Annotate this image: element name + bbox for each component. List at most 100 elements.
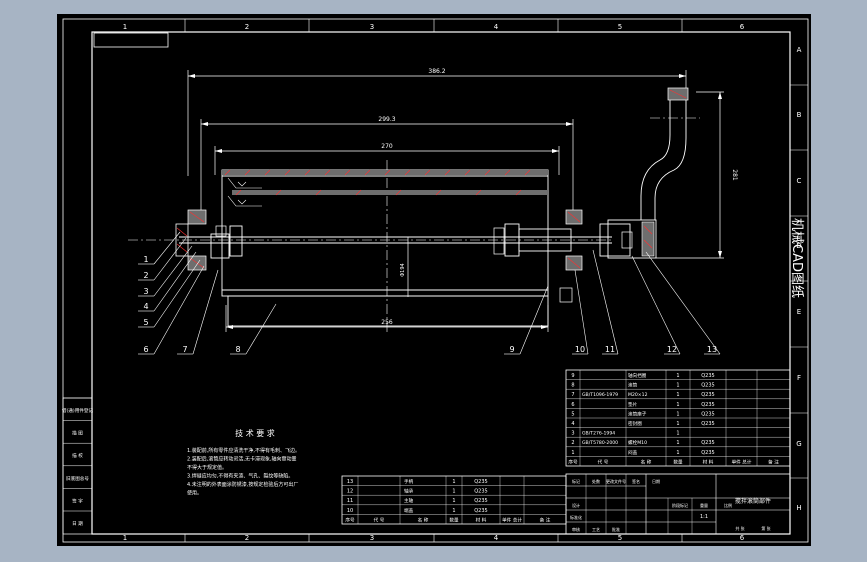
- section-hatching: [224, 169, 531, 196]
- zone-col-top-6: 6: [740, 23, 745, 31]
- bom-right-name: 密封圈: [628, 420, 642, 427]
- drawing-scale: 1:1: [700, 514, 708, 520]
- zone-row-D: D: [796, 242, 801, 250]
- balloon-8: 8: [235, 345, 240, 354]
- balloon-13: 13: [707, 345, 717, 354]
- bom-right-qty: 1: [676, 421, 679, 427]
- outer-frame: [62, 18, 809, 543]
- left-strip-cell: 描 图: [72, 430, 83, 437]
- title-block-label: 处数: [592, 478, 600, 484]
- zone-col-bottom-6: 6: [740, 534, 745, 542]
- title-block: 搅拌滚筒部件 1:1: [565, 473, 791, 535]
- bom-left-name: 轴承: [404, 488, 414, 495]
- bom-right-code: GB/T276-1994: [582, 431, 615, 437]
- left-strip-cell: 旧底图总号: [66, 475, 89, 482]
- dimension-arrows: [188, 74, 722, 329]
- title-block-label: 标记: [572, 478, 580, 484]
- handle-assembly: [607, 87, 689, 259]
- balloon-12: 12: [667, 345, 677, 354]
- tech-req-lines: 1.装配前,所有零件应清洗干净,不得有毛刺、飞边。2.装配后,滚筒应转动灵活,无…: [187, 447, 300, 497]
- bom-right-header: 备 注: [768, 458, 779, 465]
- bom-left-qty: 1: [452, 479, 455, 485]
- bom-right-header: 材 料: [703, 458, 714, 465]
- zone-col-bottom-4: 4: [494, 534, 499, 542]
- bom-right-qty: 1: [676, 392, 679, 398]
- balloon-3: 3: [143, 287, 148, 296]
- bom-right-no: 2: [571, 440, 574, 446]
- bom-right-qty: 1: [676, 383, 679, 389]
- bom-left-header: 单件 总计: [502, 516, 522, 523]
- zone-row-E: E: [797, 308, 801, 316]
- balloon-6: 6: [143, 345, 148, 354]
- bom-right-code: GB/T5780-2000: [582, 440, 618, 446]
- left-strip-cell: 签 字: [72, 497, 83, 504]
- bom-right-name: 垫片: [628, 401, 638, 408]
- tech-req-line: 3.焊缝应均匀,不得有夹渣、气孔、裂纹等缺陷。: [187, 473, 293, 480]
- bom-right-qty: 1: [676, 431, 679, 437]
- bom-left-name: 手柄: [404, 478, 414, 485]
- bom-right-no: 4: [571, 421, 574, 427]
- bom-left-name: 主轴: [404, 497, 414, 504]
- bom-right-code: GB/T1096-1979: [582, 392, 618, 398]
- balloon-1: 1: [143, 255, 148, 264]
- dim-inner: 270: [381, 143, 393, 150]
- bom-left-no: 10: [347, 508, 353, 514]
- title-block-label: 批准: [612, 526, 620, 532]
- bom-right-qty: 1: [676, 373, 679, 379]
- bom-left-header: 备 注: [540, 516, 551, 523]
- bom-left-mat: Q235: [474, 508, 487, 514]
- left-strip-cell: 描 校: [72, 452, 83, 459]
- zone-row-H: H: [796, 504, 801, 512]
- zone-row-A: A: [797, 46, 802, 54]
- dim-overall: 386.2: [428, 68, 445, 75]
- balloon-5: 5: [143, 318, 148, 327]
- bom-right-no: 1: [571, 450, 574, 456]
- dim-mid: 299.3: [378, 116, 395, 123]
- bom-left-qty: 1: [452, 508, 455, 514]
- tech-req-title: 技 术 要 求: [235, 428, 275, 438]
- dim-diameter: Φ194: [400, 263, 406, 276]
- tech-req-line: 使用。: [187, 490, 202, 497]
- bom-right-name: 闷盖: [628, 449, 638, 456]
- zone-col-bottom-1: 1: [123, 534, 127, 542]
- bom-right-mat: Q235: [701, 411, 714, 417]
- bom-right-qty: 1: [676, 440, 679, 446]
- title-block-label: 审核: [572, 526, 580, 532]
- drawing-name: 搅拌滚筒部件: [735, 497, 771, 505]
- left-strip-cell: 借(通)用件登记: [62, 407, 94, 414]
- balloon-4: 4: [143, 302, 148, 311]
- zone-col-top-1: 1: [123, 23, 127, 31]
- bom-right-qty: 1: [676, 402, 679, 408]
- zone-row-B: B: [797, 111, 802, 119]
- bom-right-mat: Q235: [701, 450, 714, 456]
- balloon-10: 10: [575, 345, 585, 354]
- balloon-9: 9: [509, 345, 514, 354]
- dim-drop: 281: [731, 169, 738, 181]
- watermark-text: 机械CAD图纸: [789, 218, 804, 298]
- bom-right-mat: Q235: [701, 392, 714, 398]
- bom-right-no: 6: [571, 402, 574, 408]
- bom-left-header: 名 称: [418, 516, 429, 523]
- left-strip-cell: 日 期: [72, 521, 83, 527]
- bom-right-no: 8: [571, 383, 574, 389]
- left-bearing-housing: [175, 209, 227, 271]
- tech-req-line: 不得大于规定值。: [187, 464, 227, 471]
- tech-req-line: 4.未注明的外表面涂防锈漆,按规定检验后方可出厂: [187, 481, 298, 488]
- title-block-label: 日期: [652, 478, 660, 484]
- bom-left-no: 11: [347, 498, 353, 504]
- inner-frame: [91, 31, 791, 535]
- title-block-label: 设计: [572, 502, 580, 508]
- weld-symbols: [227, 177, 262, 207]
- center-lines: [128, 117, 700, 332]
- zone-col-bottom-2: 2: [245, 534, 249, 542]
- bom-right-qty: 1: [676, 450, 679, 456]
- corner-code-box: [93, 32, 169, 48]
- bom-left-header: 数量: [449, 516, 459, 523]
- title-block-label: 工艺: [592, 527, 600, 532]
- bom-right-header: 单件 总计: [732, 458, 752, 465]
- title-block-labels: 标记处数更改文件号签名日期设计标准化审核工艺批准阶段标记重量比例共 张第 张: [570, 478, 771, 532]
- bom-left-no: 13: [347, 479, 353, 485]
